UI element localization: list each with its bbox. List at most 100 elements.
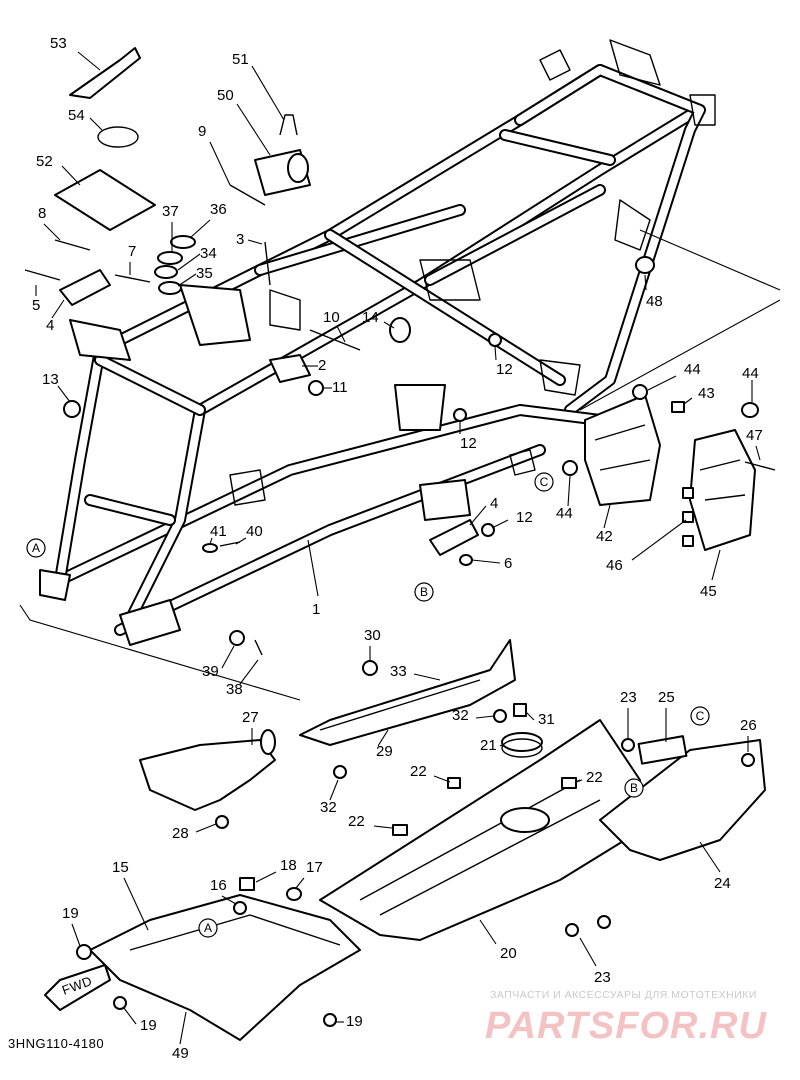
ref-marker-label: B bbox=[630, 781, 638, 795]
leader-line-18 bbox=[255, 871, 277, 883]
callout-5: 5 bbox=[32, 297, 40, 314]
part-36-washer bbox=[170, 235, 196, 249]
leader-line-9 bbox=[209, 141, 231, 186]
callout-32: 32 bbox=[320, 799, 337, 816]
callout-9: 9 bbox=[198, 123, 206, 140]
callout-50: 50 bbox=[217, 87, 234, 104]
callout-12: 12 bbox=[516, 509, 533, 526]
leader-line-32 bbox=[329, 779, 339, 801]
leader-line-12 bbox=[491, 519, 509, 529]
callout-48: 48 bbox=[646, 293, 663, 310]
leader-line-36 bbox=[189, 219, 211, 239]
leader-line-28 bbox=[195, 823, 217, 833]
callout-32: 32 bbox=[452, 707, 469, 724]
callout-24: 24 bbox=[714, 875, 731, 892]
part-35-washer bbox=[158, 281, 182, 295]
frame-assembly bbox=[39, 39, 716, 646]
part-24-guard bbox=[599, 739, 766, 861]
fwd-arrow: FWD bbox=[44, 964, 111, 1011]
part-52-plate bbox=[54, 169, 156, 231]
leader-line-21 bbox=[499, 743, 505, 747]
leader-line-51 bbox=[251, 65, 285, 121]
callout-53: 53 bbox=[50, 35, 67, 52]
leader-line-12 bbox=[494, 345, 497, 361]
leader-line-6 bbox=[471, 559, 501, 564]
ref-marker-c: C bbox=[534, 472, 554, 492]
part-32-bolt-b bbox=[333, 765, 347, 779]
skid-and-guards bbox=[76, 639, 766, 1041]
part-19-bolt-a bbox=[76, 944, 92, 960]
part-22-pad-b bbox=[447, 777, 461, 789]
callout-23: 23 bbox=[620, 689, 637, 706]
part-11-nut bbox=[308, 380, 324, 396]
part-44-bolt-c bbox=[562, 460, 578, 476]
callout-40: 40 bbox=[246, 523, 263, 540]
callout-4: 4 bbox=[46, 317, 54, 334]
callout-12: 12 bbox=[460, 435, 477, 452]
callout-35: 35 bbox=[196, 265, 213, 282]
leader-line-45 bbox=[711, 549, 721, 581]
part-12-nut-c bbox=[481, 523, 495, 537]
callout-44: 44 bbox=[742, 365, 759, 382]
leader-line-24 bbox=[699, 841, 721, 873]
ref-marker-b: B bbox=[414, 582, 434, 602]
callout-51: 51 bbox=[232, 51, 249, 68]
part-32-bolt-a bbox=[493, 709, 507, 723]
reference-markers: A B C A B C bbox=[26, 472, 710, 938]
part-44-bolt-b bbox=[741, 402, 759, 418]
part-44-bolt-a bbox=[632, 384, 648, 400]
part-19-bolt-c bbox=[323, 1013, 337, 1027]
part-22-pad-c bbox=[392, 824, 408, 836]
leader-line-49 bbox=[179, 1011, 187, 1045]
leader-line-46 bbox=[631, 519, 687, 561]
ref-marker-label: C bbox=[696, 709, 705, 723]
ref-marker-a: A bbox=[26, 538, 46, 558]
part-16-cap bbox=[233, 901, 247, 915]
part-45-cover bbox=[689, 429, 756, 551]
battery-box-group bbox=[562, 384, 776, 551]
callout-38: 38 bbox=[226, 681, 243, 698]
callout-20: 20 bbox=[500, 945, 517, 962]
watermark-tagline: ЗАПЧАСТИ И АКСЕССУАРЫ ДЛЯ МОТОТЕХНИКИ bbox=[490, 989, 757, 1001]
callout-34: 34 bbox=[200, 245, 217, 262]
leader-line-16 bbox=[221, 895, 237, 905]
leader-line-4 bbox=[469, 505, 487, 526]
callout-41: 41 bbox=[210, 523, 227, 540]
leader-line-44 bbox=[567, 475, 571, 507]
part-27-guard bbox=[139, 739, 276, 811]
callout-12: 12 bbox=[496, 361, 513, 378]
leader-line-54 bbox=[89, 117, 103, 131]
leader-line-22 bbox=[373, 825, 393, 829]
part-10-bolt bbox=[309, 329, 361, 351]
callout-18: 18 bbox=[280, 857, 297, 874]
leader-line-52 bbox=[61, 165, 81, 186]
part-8-bolt bbox=[54, 239, 91, 251]
callout-47: 47 bbox=[746, 427, 763, 444]
leader-line-15 bbox=[123, 877, 149, 931]
callout-10: 10 bbox=[323, 309, 340, 326]
callout-52: 52 bbox=[36, 153, 53, 170]
leader-line-22 bbox=[575, 779, 583, 783]
ref-marker-label: A bbox=[32, 541, 40, 555]
part-54-o-ring bbox=[97, 126, 139, 148]
callout-23: 23 bbox=[594, 969, 611, 986]
part-53-shape bbox=[69, 47, 141, 99]
ref-marker-label: A bbox=[204, 921, 212, 935]
callout-7: 7 bbox=[128, 243, 136, 260]
part-42-box bbox=[584, 394, 661, 506]
leader-line-13 bbox=[57, 385, 71, 403]
part-30-cap bbox=[362, 660, 378, 676]
leader-line-17 bbox=[295, 877, 305, 889]
leader-line-41 bbox=[209, 537, 213, 545]
callout-44: 44 bbox=[684, 361, 701, 378]
part-4-bracket bbox=[59, 269, 111, 306]
part-43-pad bbox=[671, 401, 685, 413]
part-4-bracket-b bbox=[429, 519, 479, 556]
leader-line-43 bbox=[683, 397, 693, 405]
callout-8: 8 bbox=[38, 205, 46, 222]
part-49-skid bbox=[89, 894, 361, 1041]
callout-45: 45 bbox=[700, 583, 717, 600]
leader-line-23 bbox=[579, 937, 597, 967]
